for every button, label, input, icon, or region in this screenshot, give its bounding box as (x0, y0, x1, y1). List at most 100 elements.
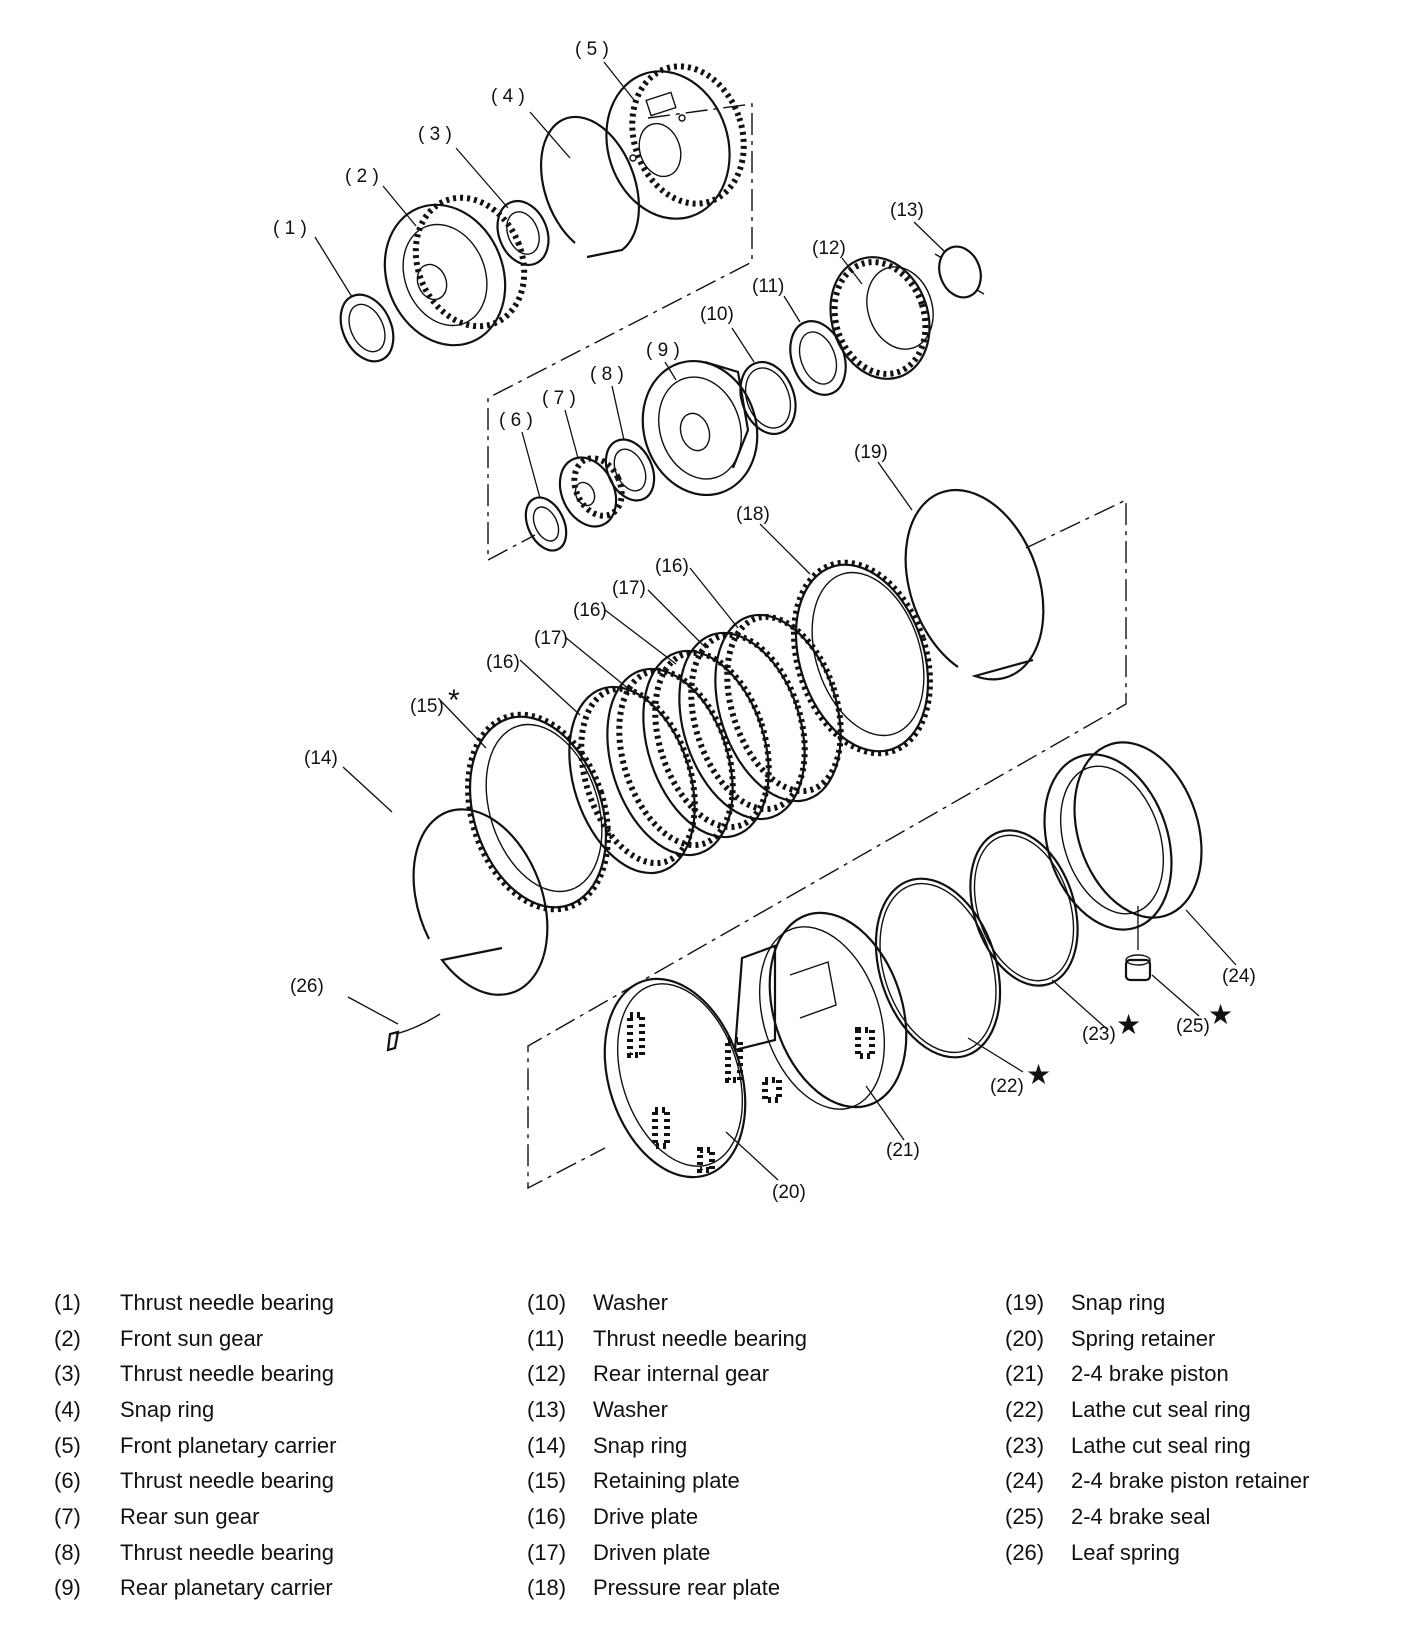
legend-number: (13) (527, 1396, 567, 1422)
legend-number: (1) (54, 1289, 81, 1315)
legend-row: (10) Washer (527, 1285, 807, 1321)
legend-row: (16)Drive plate (527, 1499, 807, 1535)
legend-part-name: Spring retainer (1071, 1325, 1216, 1351)
part-snap-ring-14 (412, 808, 549, 996)
callout-labels: ( 1 ) ( 2 ) ( 3 ) ( 4 ) ( 5 ) ( 6 ) ( 7 … (273, 39, 1256, 1203)
legend-part-name: Lathe cut seal ring (1071, 1396, 1251, 1422)
callout-19: (19) (854, 442, 888, 463)
part-2-4-brake-seal (1124, 954, 1152, 982)
legend-number: (18) (527, 1575, 567, 1601)
callout-16a: (16) (486, 652, 520, 673)
callout-12: (12) (812, 238, 846, 259)
parts-legend: (1)Thrust needle bearing (2)Front sun ge… (0, 1285, 1408, 1625)
legend-part-name: Rear planetary carrier (120, 1575, 333, 1601)
legend-number: (7) (54, 1503, 81, 1529)
legend-row: (4)Snap ring (54, 1392, 336, 1428)
legend-part-name: 2-4 brake piston (1071, 1361, 1229, 1387)
callout-9: ( 9 ) (646, 340, 680, 361)
legend-number: (11) (527, 1325, 565, 1351)
legend-row: (14) Snap ring (527, 1428, 807, 1464)
part-thrust-needle-bearing-8 (604, 438, 656, 502)
legend-part-name: Rear internal gear (593, 1361, 770, 1387)
legend-row: (8)Thrust needle bearing (54, 1535, 336, 1571)
callout-7: ( 7 ) (542, 388, 576, 409)
legend-number: (10) (527, 1289, 567, 1315)
legend-part-name: Thrust needle bearing (120, 1539, 335, 1565)
legend-part-name: Snap ring (593, 1432, 688, 1458)
callout-16c: (16) (655, 556, 689, 577)
callout-20: (20) (772, 1182, 806, 1203)
callout-1: ( 1 ) (273, 218, 307, 239)
callout-23-star: ★ (1116, 1009, 1141, 1040)
legend-part-name: Pressure rear plate (593, 1575, 781, 1601)
legend-number: (16) (527, 1503, 567, 1529)
callout-2: ( 2 ) (345, 166, 379, 187)
legend-column-1: (1)Thrust needle bearing (2)Front sun ge… (54, 1285, 336, 1606)
legend-row: (12) Rear internal gear (527, 1356, 807, 1392)
callout-4: ( 4 ) (491, 86, 525, 107)
legend-row: (24) 2-4 brake piston retainer (1005, 1463, 1309, 1499)
legend-row: (19)Snap ring (1005, 1285, 1309, 1321)
callout-15: (15) (410, 696, 444, 717)
legend-row: (6)Thrust needle bearing (54, 1463, 336, 1499)
legend-number: (17) (527, 1539, 567, 1565)
legend-number: (6) (54, 1468, 81, 1494)
legend-column-2: (10) Washer (11) Thrust needle bearing (12… (527, 1285, 807, 1606)
callout-14: (14) (304, 748, 338, 769)
part-rear-internal-gear (829, 256, 934, 380)
callout-23: (23) (1082, 1024, 1116, 1045)
assembly-guide-lines (487, 103, 1127, 1190)
legend-part-name: Thrust needle bearing (593, 1325, 808, 1351)
callout-22: (22) (990, 1076, 1024, 1097)
legend-row: (22) Lathe cut seal ring (1005, 1392, 1309, 1428)
part-retaining-plate (465, 711, 611, 913)
legend-part-name: 2-4 brake piston retainer (1071, 1468, 1310, 1494)
legend-number: (9) (54, 1575, 81, 1601)
legend-number: (24) (1005, 1468, 1045, 1494)
callout-8: ( 8 ) (590, 364, 624, 385)
callout-13: (13) (890, 200, 924, 221)
legend-part-name: Front sun gear (120, 1325, 264, 1351)
part-rear-planetary-carrier (641, 359, 759, 497)
callout-15-asterisk: * (448, 684, 460, 717)
legend-part-name: Retaining plate (593, 1468, 740, 1494)
legend-number: (26) (1005, 1539, 1045, 1565)
legend-row: (11) Thrust needle bearing (527, 1321, 807, 1357)
callout-21: (21) (886, 1140, 920, 1161)
callout-17a: (17) (534, 628, 568, 649)
part-front-sun-gear (383, 194, 528, 347)
legend-number: (22) (1005, 1396, 1045, 1422)
part-washer-10 (739, 361, 797, 435)
legend-number: (12) (527, 1361, 567, 1387)
part-lathe-cut-seal-ring-23 (969, 829, 1079, 987)
legend-number: (14) (527, 1432, 567, 1458)
legend-part-name: Rear sun gear (120, 1503, 260, 1529)
legend-part-name: 2-4 brake seal (1071, 1503, 1211, 1529)
leader-lines (314, 61, 1237, 1181)
callout-6: ( 6 ) (499, 410, 533, 431)
legend-part-name: Washer (593, 1289, 668, 1315)
legend-row: (5)Front planetary carrier (54, 1428, 336, 1464)
part-2-4-brake-piston (733, 911, 908, 1110)
part-pressure-rear-plate (791, 559, 933, 757)
legend-column-3: (19)Snap ring (20)Spring retainer (21) 2-… (1005, 1285, 1309, 1571)
legend-part-name: Thrust needle bearing (120, 1289, 335, 1315)
part-drive-driven-plate-stack (568, 613, 844, 875)
legend-number: (23) (1005, 1432, 1045, 1458)
legend-row: (17) Driven plate (527, 1535, 807, 1571)
legend-row: (20)Spring retainer (1005, 1321, 1309, 1357)
part-front-planetary-carrier (605, 63, 747, 220)
legend-number: (21) (1005, 1361, 1045, 1387)
callout-26: (26) (290, 976, 324, 997)
legend-number: (19) (1005, 1289, 1045, 1315)
callout-10: (10) (700, 304, 734, 325)
callout-5: ( 5 ) (575, 39, 609, 60)
part-snap-ring-19 (904, 488, 1045, 681)
legend-number: (25) (1005, 1503, 1045, 1529)
part-leaf-spring (386, 1013, 441, 1052)
legend-part-name: Snap ring (120, 1396, 215, 1422)
legend-part-name: Washer (593, 1396, 668, 1422)
part-thrust-needle-bearing-3 (496, 200, 550, 266)
legend-part-name: Driven plate (593, 1539, 711, 1565)
legend-part-name: Lathe cut seal ring (1071, 1432, 1251, 1458)
